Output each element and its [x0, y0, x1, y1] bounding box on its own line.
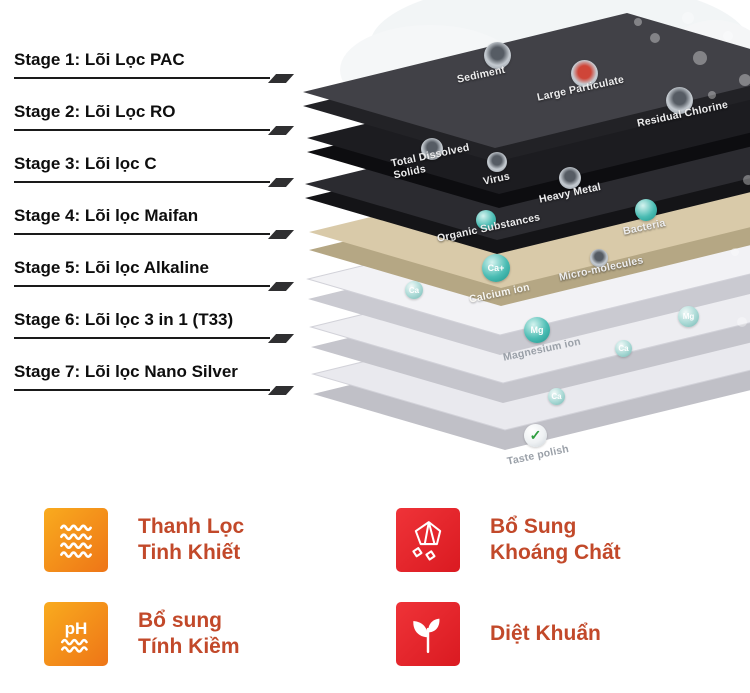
purify-waves-icon [44, 508, 108, 572]
stage-row-5: Stage 5: Lõi lọc Alkaline [14, 235, 300, 291]
stage-row-3: Stage 3: Lõi lọc C [14, 131, 300, 187]
calcium-ion-small-bubble-icon: Ca [548, 388, 565, 405]
feature-title-line1: Bổ Sung [490, 515, 577, 539]
feature-item-antibacterial: Diệt Khuẩn [396, 602, 706, 666]
feature-title-line1: Diệt Khuẩn [490, 622, 601, 646]
water-droplets [634, 12, 750, 327]
stage-label: Stage 5: Lõi lọc Alkaline [14, 258, 209, 277]
stage-label: Stage 3: Lõi lọc C [14, 154, 157, 173]
feature-item-minerals: Bổ Sung Khoáng Chất [396, 508, 706, 572]
feature-title-line2: Khoáng Chất [490, 541, 621, 564]
filter-layer-1 [303, 13, 750, 162]
calcium-ion-small-bubble-icon: Ca [615, 340, 632, 357]
stage-row-7: Stage 7: Lõi lọc Nano Silver [14, 339, 300, 395]
feature-title-line2: Tinh Khiết [138, 541, 241, 564]
feature-title-line1: Bổ sung [138, 609, 222, 633]
magnesium-ion-bubble-icon: Mg [524, 317, 550, 343]
leaf-icon [396, 602, 460, 666]
taste-polish-check-icon: ✓ [524, 424, 547, 447]
heavy-metal-bubble-icon [559, 167, 581, 189]
bacteria-bubble-icon [635, 199, 657, 221]
stage-connector-line [14, 389, 270, 391]
stage-row-4: Stage 4: Lõi lọc Maifan [14, 183, 300, 239]
ph-alkaline-icon: pH [44, 602, 108, 666]
stage-label: Stage 6: Lõi lọc 3 in 1 (T33) [14, 310, 234, 329]
feature-title: Bổ Sung Khoáng Chất [490, 514, 621, 565]
stage-connector-line [14, 233, 270, 235]
ph-icon-text: pH [65, 619, 88, 638]
dissolved-solids-bubble-icon [421, 138, 443, 160]
feature-title: Diệt Khuẩn [490, 621, 601, 647]
feature-title-line2: Tính Kiềm [138, 635, 240, 658]
stage-connector-line [14, 337, 270, 339]
stage-connector-line [14, 181, 270, 183]
sediment-bubble-icon [484, 42, 511, 69]
virus-bubble-icon [487, 152, 507, 172]
stage-list: Stage 1: Lõi Lọc PAC Stage 2: Lõi Lọc RO… [14, 27, 300, 395]
organic-substances-bubble-icon [476, 210, 496, 230]
residual-chlorine-bubble-icon [666, 87, 693, 114]
feature-item-purify: Thanh Lọc Tinh Khiết [44, 508, 396, 572]
calcium-ion-small-bubble-icon: Ca [405, 281, 423, 299]
stage-row-2: Stage 2: Lõi Lọc RO [14, 79, 300, 135]
feature-title: Thanh Lọc Tinh Khiết [138, 514, 244, 565]
stage-row-1: Stage 1: Lõi Lọc PAC [14, 27, 300, 83]
stage-label: Stage 4: Lõi lọc Maifan [14, 206, 199, 225]
stage-connector-line [14, 77, 270, 79]
magnesium-ion-small-bubble-icon: Mg [678, 306, 699, 327]
stage-connector-line [14, 285, 270, 287]
micro-molecules-bubble-icon [590, 249, 608, 267]
calcium-ion-bubble-icon: Ca+ [482, 254, 510, 282]
stage-row-6: Stage 6: Lõi lọc 3 in 1 (T33) [14, 287, 300, 343]
stage-connector-line [14, 129, 270, 131]
stage-label: Stage 2: Lõi Lọc RO [14, 102, 176, 121]
feature-title: Bổ sung Tính Kiềm [138, 608, 240, 659]
feature-item-alkaline: pH Bổ sung Tính Kiềm [44, 602, 396, 666]
feature-title-line1: Thanh Lọc [138, 515, 245, 539]
minerals-icon [396, 508, 460, 572]
feature-grid: Thanh Lọc Tinh Khiết Bổ Sung Khoáng Chất [44, 508, 724, 666]
filter-layers-3d-stack [303, 0, 750, 450]
large-particulate-bubble-icon [571, 60, 598, 87]
stage-label: Stage 7: Lõi lọc Nano Silver [14, 362, 238, 381]
stage-label: Stage 1: Lõi Lọc PAC [14, 50, 185, 69]
